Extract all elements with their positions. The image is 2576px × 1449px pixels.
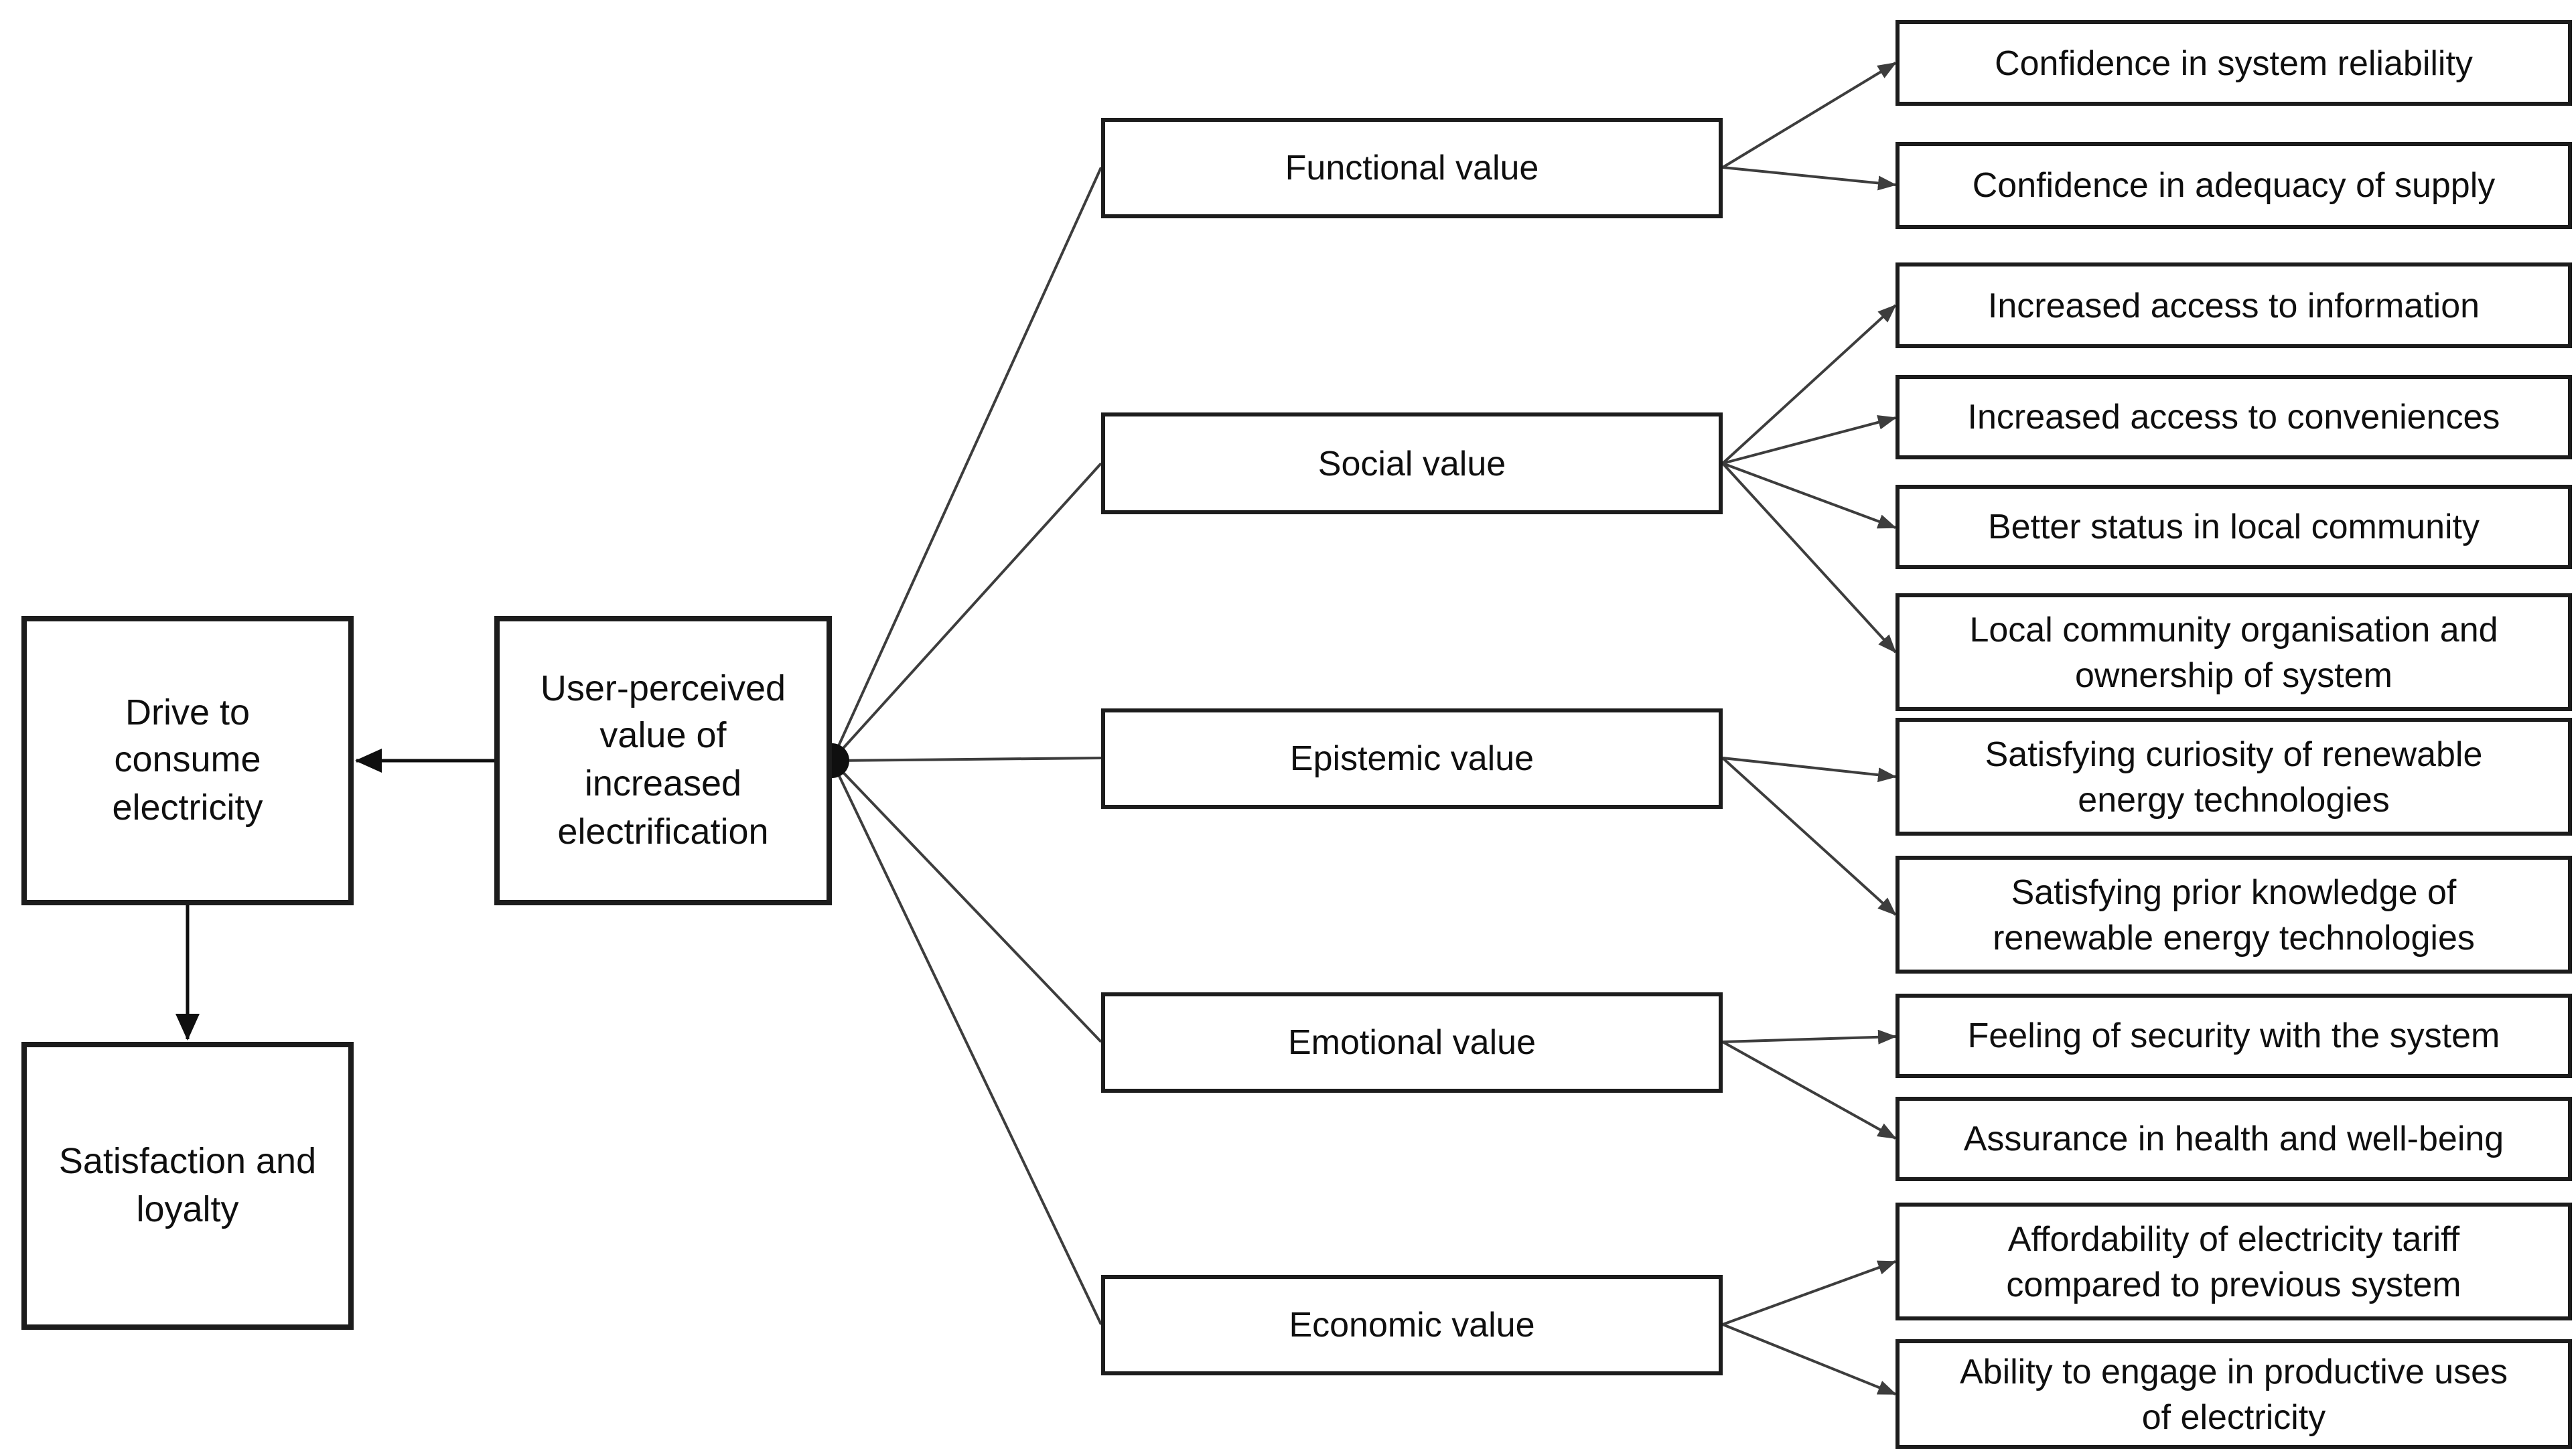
leaf-satisfying-curiosity-renewable: Satisfying curiosity of renewable energy… bbox=[1895, 718, 2572, 836]
leaf-label: Feeling of security with the system bbox=[1967, 1015, 2500, 1056]
arrow-emotional-to-security bbox=[1722, 1029, 1897, 1045]
arrow-social-to-better-status bbox=[1722, 462, 1897, 529]
connector-hub-to-social bbox=[831, 462, 1102, 762]
leaf-increased-access-conveniences: Increased access to conveniences bbox=[1895, 375, 2572, 459]
node-satisfaction-label: Satisfaction and loyalty bbox=[58, 1140, 317, 1229]
node-functional-value: Functional value bbox=[1101, 118, 1723, 218]
node-epistemic-value: Epistemic value bbox=[1101, 708, 1723, 809]
category-label: Economic value bbox=[1289, 1304, 1535, 1345]
leaf-label: Satisfying curiosity of renewable energy… bbox=[1985, 733, 2483, 820]
leaf-confidence-system-reliability: Confidence in system reliability bbox=[1895, 20, 2572, 106]
leaf-feeling-security-system: Feeling of security with the system bbox=[1895, 994, 2572, 1078]
leaf-label: Increased access to information bbox=[1987, 285, 2480, 325]
leaf-label: Ability to engage in productive uses of … bbox=[1959, 1351, 2508, 1437]
leaf-label: Better status in local community bbox=[1987, 506, 2480, 547]
leaf-increased-access-information: Increased access to information bbox=[1895, 262, 2572, 348]
leaf-label: Confidence in adequacy of supply bbox=[1972, 165, 2496, 206]
arrow-functional-to-system-reliability bbox=[1721, 62, 1897, 169]
leaf-local-community-organisation-ownership: Local community organisation and ownersh… bbox=[1895, 593, 2572, 711]
node-center-label: User-perceived value of increased electr… bbox=[540, 668, 786, 852]
leaf-label: Assurance in health and well-being bbox=[1963, 1118, 2504, 1159]
connector-hub-to-economic bbox=[831, 760, 1102, 1325]
category-label: Social value bbox=[1317, 443, 1506, 483]
connector-hub-to-emotional bbox=[831, 759, 1102, 1043]
leaf-ability-productive-uses: Ability to engage in productive uses of … bbox=[1895, 1339, 2572, 1449]
arrow-social-to-access-information bbox=[1721, 304, 1897, 465]
leaf-label: Affordability of electricity tariff comp… bbox=[2006, 1218, 2461, 1304]
arrow-social-to-access-conveniences bbox=[1722, 414, 1897, 465]
leaf-affordability-electricity-tariff: Affordability of electricity tariff comp… bbox=[1895, 1203, 2572, 1320]
leaf-confidence-adequacy-supply: Confidence in adequacy of supply bbox=[1895, 142, 2572, 229]
leaf-label: Confidence in system reliability bbox=[1995, 42, 2473, 83]
node-emotional-value: Emotional value bbox=[1101, 992, 1723, 1093]
category-label: Epistemic value bbox=[1289, 738, 1534, 779]
connector-hub-to-epistemic bbox=[831, 757, 1102, 762]
arrow-economic-to-productive-uses bbox=[1722, 1323, 1897, 1395]
arrow-emotional-to-health-wellbeing bbox=[1722, 1041, 1897, 1140]
arrow-epistemic-to-prior-knowledge bbox=[1721, 757, 1897, 916]
category-label: Emotional value bbox=[1288, 1022, 1536, 1063]
node-satisfaction-loyalty: Satisfaction and loyalty bbox=[21, 1042, 354, 1330]
leaf-better-status-local-community: Better status in local community bbox=[1895, 485, 2572, 569]
node-economic-value: Economic value bbox=[1101, 1275, 1723, 1375]
leaf-satisfying-prior-knowledge-renewable: Satisfying prior knowledge of renewable … bbox=[1895, 856, 2572, 974]
node-drive-label: Drive to consume electricity bbox=[112, 692, 263, 828]
connector-hub-to-functional bbox=[831, 167, 1102, 761]
leaf-label: Local community organisation and ownersh… bbox=[1969, 609, 2498, 695]
node-social-value: Social value bbox=[1101, 412, 1723, 514]
arrow-epistemic-to-curiosity bbox=[1722, 757, 1897, 783]
node-user-perceived-value: User-perceived value of increased electr… bbox=[494, 616, 832, 905]
arrow-functional-to-adequacy-supply bbox=[1722, 166, 1897, 191]
leaf-label: Increased access to conveniences bbox=[1967, 396, 2500, 437]
leaf-assurance-health-wellbeing: Assurance in health and well-being bbox=[1895, 1097, 2572, 1181]
leaf-label: Satisfying prior knowledge of renewable … bbox=[1993, 871, 2475, 958]
arrow-social-to-community-organisation bbox=[1721, 462, 1897, 654]
node-drive-to-consume: Drive to consume electricity bbox=[21, 616, 354, 905]
category-label: Functional value bbox=[1285, 147, 1539, 188]
arrow-economic-to-affordability bbox=[1722, 1260, 1897, 1326]
